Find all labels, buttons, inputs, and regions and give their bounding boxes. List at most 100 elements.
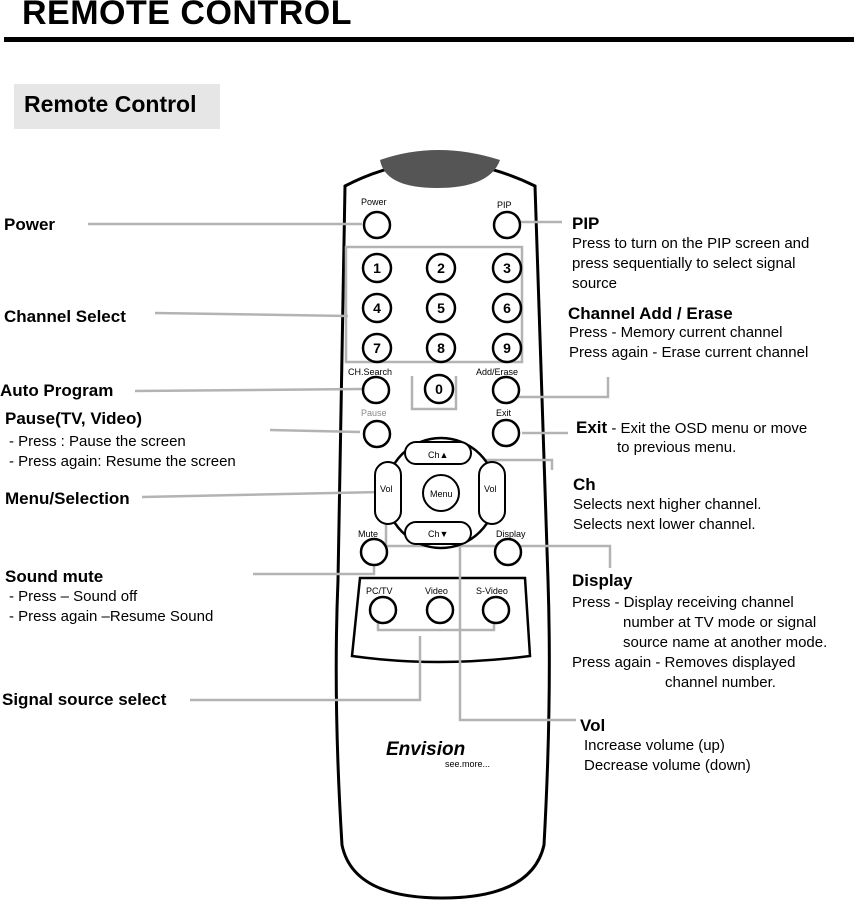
mute-key-label: Mute bbox=[358, 529, 378, 539]
vol-label: Vol bbox=[580, 716, 606, 735]
digit-2-button[interactable] bbox=[425, 252, 457, 284]
vol-right-label: Vol bbox=[484, 484, 497, 494]
d-pad: Ch▲ Ch▼ Vol Vol Menu bbox=[374, 436, 506, 550]
pause-description: - Press : Pause the screen - Press again… bbox=[9, 432, 236, 472]
channel-add-line-2: Press again - Erase current channel bbox=[569, 344, 809, 361]
exit-line-1: - Exit the OSD menu or move bbox=[607, 420, 808, 437]
pause-button[interactable] bbox=[362, 419, 392, 449]
display-line-2: number at TV mode or signal bbox=[623, 614, 817, 631]
brand-tagline: see.more... bbox=[445, 759, 490, 769]
pip-line-2: press sequentially to select signal bbox=[572, 255, 796, 272]
ch-up-button[interactable] bbox=[404, 441, 472, 465]
ch-up-label: Ch▲ bbox=[428, 450, 448, 460]
pctv-key-label: PC/TV bbox=[366, 586, 393, 596]
exit-label: Exit bbox=[576, 418, 608, 437]
digit-8-button[interactable] bbox=[425, 332, 457, 364]
digit-3-label: 3 bbox=[503, 260, 511, 276]
vol-down-button[interactable] bbox=[374, 461, 402, 525]
section-badge: Remote Control bbox=[14, 84, 220, 129]
pip-line-1: Press to turn on the PIP screen and bbox=[572, 235, 810, 252]
title-rule bbox=[4, 37, 854, 42]
power-label: Power bbox=[4, 215, 56, 234]
ch-line-1: Selects next higher channel. bbox=[573, 496, 762, 513]
pip-description: Press to turn on the PIP screen and pres… bbox=[572, 234, 809, 294]
display-button[interactable] bbox=[493, 537, 523, 567]
signal-source-label: Signal source select bbox=[2, 690, 167, 709]
menu-selection-label: Menu/Selection bbox=[5, 489, 130, 508]
ch-search-key-label: CH.Search bbox=[348, 367, 392, 377]
sound-mute-label: Sound mute bbox=[5, 567, 104, 586]
menu-key-label: Menu bbox=[430, 489, 453, 499]
pause-key-label: Pause bbox=[361, 408, 387, 418]
digit-6-label: 6 bbox=[503, 300, 511, 316]
add-erase-key-label: Add/Erase bbox=[476, 367, 518, 377]
display-label: Display bbox=[572, 571, 633, 590]
display-line-1: Press - Display receiving channel bbox=[572, 594, 794, 611]
digit-8-label: 8 bbox=[437, 340, 445, 356]
pip-key-label: PIP bbox=[497, 200, 512, 210]
digit-9-label: 9 bbox=[503, 340, 511, 356]
video-key-label: Video bbox=[425, 586, 448, 596]
add-erase-button[interactable] bbox=[491, 375, 521, 405]
ch-search-button[interactable] bbox=[361, 375, 391, 405]
pause-line-2: - Press again: Resume the screen bbox=[9, 453, 236, 470]
pctv-button[interactable] bbox=[368, 595, 398, 625]
brand-logo: Envision bbox=[386, 739, 465, 760]
page-title: REMOTE CONTROL bbox=[22, 0, 352, 32]
display-line-5: channel number. bbox=[665, 674, 776, 691]
svideo-button[interactable] bbox=[481, 595, 511, 625]
vol-line-1: Increase volume (up) bbox=[584, 737, 725, 754]
display-key-label: Display bbox=[496, 529, 526, 539]
vol-left-label: Vol bbox=[380, 484, 393, 494]
display-description: Press - Display receiving channel number… bbox=[572, 593, 827, 693]
auto-program-label: Auto Program bbox=[0, 381, 114, 400]
digit-0-label: 0 bbox=[435, 381, 443, 397]
digit-4-label: 4 bbox=[373, 300, 381, 316]
svideo-key-label: S-Video bbox=[476, 586, 508, 596]
channel-add-line-1: Press - Memory current channel bbox=[569, 324, 783, 341]
sound-mute-description: - Press – Sound off - Press again –Resum… bbox=[9, 587, 213, 627]
ch-down-button[interactable] bbox=[404, 521, 472, 545]
digit-5-button[interactable] bbox=[425, 292, 457, 324]
digit-1-button[interactable] bbox=[361, 252, 393, 284]
section-title: Remote Control bbox=[24, 91, 197, 117]
digit-4-button[interactable] bbox=[361, 292, 393, 324]
sound-mute-line-1: - Press – Sound off bbox=[9, 588, 138, 605]
pip-label: PIP bbox=[572, 214, 600, 233]
sound-mute-line-2: - Press again –Resume Sound bbox=[9, 608, 214, 625]
power-button[interactable] bbox=[362, 210, 392, 240]
ch-line-2: Selects next lower channel. bbox=[573, 516, 756, 533]
digit-2-label: 2 bbox=[437, 260, 445, 276]
channel-add-erase-description: Press - Memory current channel Press aga… bbox=[569, 323, 808, 363]
power-key-label: Power bbox=[361, 197, 387, 207]
vol-description: Increase volume (up) Decrease volume (do… bbox=[584, 736, 751, 776]
pause-line-1: - Press : Pause the screen bbox=[9, 433, 186, 450]
channel-add-erase-label: Channel Add / Erase bbox=[568, 304, 733, 323]
digit-7-button[interactable] bbox=[361, 332, 393, 364]
digit-5-label: 5 bbox=[437, 300, 445, 316]
digit-1-label: 1 bbox=[373, 260, 381, 276]
ch-label: Ch bbox=[573, 475, 596, 494]
digit-3-button[interactable] bbox=[491, 252, 523, 284]
digit-6-button[interactable] bbox=[491, 292, 523, 324]
vol-up-button[interactable] bbox=[478, 461, 506, 525]
video-button[interactable] bbox=[425, 595, 455, 625]
digit-0-button[interactable] bbox=[423, 373, 455, 405]
display-line-4: Press again - Removes displayed bbox=[572, 654, 796, 671]
mute-button[interactable] bbox=[359, 537, 389, 567]
pip-line-3: source bbox=[572, 275, 618, 292]
channel-select-label: Channel Select bbox=[4, 307, 126, 326]
menu-button[interactable] bbox=[422, 474, 460, 512]
vol-line-2: Decrease volume (down) bbox=[584, 757, 751, 774]
display-line-3: source name at another mode. bbox=[623, 634, 828, 651]
pause-label: Pause(TV, Video) bbox=[5, 409, 142, 428]
exit-key-label: Exit bbox=[496, 408, 512, 418]
ch-down-label: Ch▼ bbox=[428, 529, 448, 539]
pip-button[interactable] bbox=[492, 210, 522, 240]
digit-9-button[interactable] bbox=[491, 332, 523, 364]
exit-button[interactable] bbox=[491, 418, 521, 448]
exit-line-2: to previous menu. bbox=[617, 439, 737, 456]
